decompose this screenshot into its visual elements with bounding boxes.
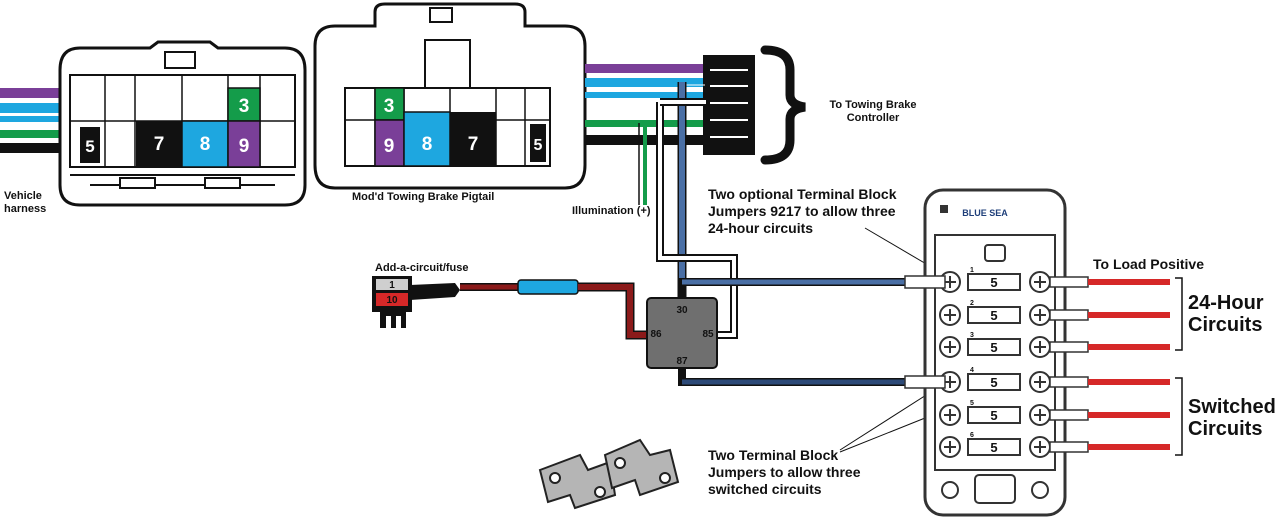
terminal-jumpers [538, 438, 680, 510]
fuse-rating-label: 5 [990, 408, 997, 423]
fuse-icon [967, 338, 1021, 356]
screw-cross [944, 309, 956, 321]
fuse-rating-label: 5 [990, 440, 997, 455]
switched-circuits-label: Switched Circuits [1188, 396, 1276, 440]
left-pin-label: 3 [239, 96, 250, 117]
relay: 30 86 85 87 [646, 297, 718, 369]
right-pin-label: 7 [468, 134, 479, 155]
vehicle-harness-wires [0, 88, 62, 153]
vehicle-harness-label: Vehicle harness [4, 190, 47, 215]
fuse-icon [967, 273, 1021, 291]
add-a-circuit-label: Add-a-circuit/fuse [375, 262, 469, 274]
right-pin-label: 5 [534, 137, 543, 154]
fuse-rating-label: 5 [990, 275, 997, 290]
load-wire [1088, 379, 1170, 385]
pigtail-connector: 3 9 8 7 5 [313, 2, 587, 190]
output-tab [1049, 441, 1089, 453]
output-tab [1049, 309, 1089, 321]
output-tab [1049, 341, 1089, 353]
fuse-slot-label: 1 [389, 280, 395, 291]
screw-cross [944, 441, 956, 453]
to-load-positive-label: To Load Positive [1093, 256, 1204, 272]
circuit-number-label: 1 [970, 267, 974, 274]
switched-jumpers-label: Two Terminal Block Jumpers to allow thre… [708, 447, 861, 497]
left-pin-label: 8 [200, 134, 211, 155]
circuit-number-label: 3 [970, 332, 974, 339]
left-pin-label: 5 [85, 137, 94, 156]
load-wire [1088, 412, 1170, 418]
circuit-number-label: 2 [970, 300, 974, 307]
fuse-icon [967, 306, 1021, 324]
relay-pin-label: 87 [676, 356, 688, 367]
load-wire [1088, 279, 1170, 285]
screw-cross [944, 276, 956, 288]
relay-pin-label: 85 [702, 329, 714, 340]
optional-jumpers-label: Two optional Terminal Block Jumpers 9217… [708, 186, 897, 236]
fuse-row: 56 [939, 432, 1051, 458]
relay-pin-label: 30 [676, 305, 688, 316]
fuse-icon [967, 438, 1021, 456]
circuit-number-label: 5 [970, 400, 974, 407]
relay-pin-label: 86 [650, 329, 662, 340]
brand-logo: BLUE SEA [962, 208, 1008, 218]
output-tab [1049, 409, 1089, 421]
right-pin-label: 3 [384, 96, 395, 117]
pigtail-wires [585, 64, 705, 205]
screw-cross [1034, 309, 1046, 321]
load-wire [1088, 344, 1170, 350]
load-wires [1049, 276, 1170, 453]
right-pin-label: 9 [384, 136, 395, 157]
output-tab [1049, 276, 1089, 288]
controller-plug [703, 45, 806, 165]
screw-cross [1034, 376, 1046, 388]
load-wire [1088, 312, 1170, 318]
24-hour-circuits-label: 24-Hour Circuits [1188, 292, 1264, 336]
screw-cross [1034, 409, 1046, 421]
right-pin-label: 8 [422, 134, 433, 155]
vehicle-connector: 5 7 8 3 9 [58, 40, 307, 207]
fuse-rating-label: 5 [990, 375, 997, 390]
fuse-slot-label: 10 [386, 295, 398, 306]
fuse-block-input-tabs [904, 275, 946, 389]
screw-cross [1034, 341, 1046, 353]
fuse-icon [967, 373, 1021, 391]
left-pin-label: 7 [154, 134, 165, 155]
circuit-braces [1175, 277, 1183, 456]
controller-label: To Towing Brake Controller [829, 99, 917, 124]
output-tab [1049, 376, 1089, 388]
screw-cross [944, 409, 956, 421]
screw-cross [944, 376, 956, 388]
pigtail-label: Mod'd Towing Brake Pigtail [352, 191, 495, 203]
load-wire [1088, 444, 1170, 450]
circuit-number-label: 4 [970, 367, 974, 374]
fuse-icon [967, 406, 1021, 424]
fuse-rating-label: 5 [990, 340, 997, 355]
fuse-row: 53 [939, 332, 1051, 358]
left-pin-label: 9 [239, 136, 250, 157]
screw-cross [1034, 276, 1046, 288]
illumination-label: Illumination (+) [572, 205, 651, 217]
screw-cross [1034, 441, 1046, 453]
screw-cross [944, 341, 956, 353]
add-a-circuit: 1 10 [372, 276, 648, 340]
circuit-number-label: 6 [970, 432, 974, 439]
fuse-row: 52 [939, 300, 1051, 326]
fuse-rating-label: 5 [990, 308, 997, 323]
